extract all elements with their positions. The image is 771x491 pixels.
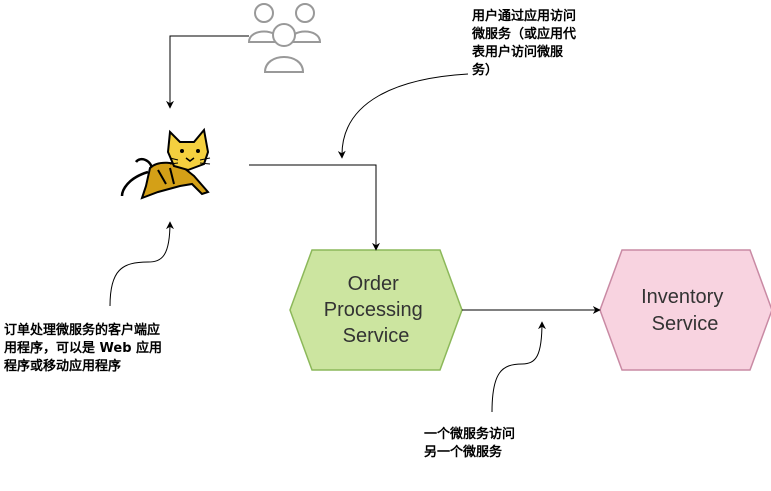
order-label-line-3: Service bbox=[343, 325, 410, 347]
client-to-order-connector bbox=[249, 164, 380, 251]
users-annotation: 用户通过应用访问 微服务（或应用代 表用户访问微服 务） bbox=[472, 9, 577, 78]
client-note-pointer bbox=[109, 221, 174, 307]
client-annotation: 订单处理微服务的客户端应 用程序，可以是 Web 应用 程序或移动应用程序 bbox=[4, 323, 163, 374]
inventory-service-label: Inventory Service bbox=[641, 286, 729, 335]
microservice-annotation: 一个微服务访问 另一个微服务 bbox=[424, 427, 516, 460]
order-processing-service-label: Order Processing Service bbox=[324, 273, 429, 347]
microservice-note-pointer bbox=[491, 321, 546, 413]
inventory-label-line-2: Service bbox=[652, 313, 719, 335]
inventory-service-shape[interactable] bbox=[599, 249, 771, 371]
order-processing-service-shape[interactable] bbox=[289, 249, 463, 371]
tomcat-cat-icon bbox=[120, 127, 211, 200]
order-label-line-2: Processing bbox=[324, 299, 423, 321]
users-to-client-connector bbox=[166, 35, 249, 109]
users-group-icon bbox=[247, 3, 322, 73]
users-note-pointer bbox=[337, 73, 469, 159]
inventory-label-line-1: Inventory bbox=[641, 286, 723, 308]
order-label-line-1: Order bbox=[348, 273, 399, 295]
